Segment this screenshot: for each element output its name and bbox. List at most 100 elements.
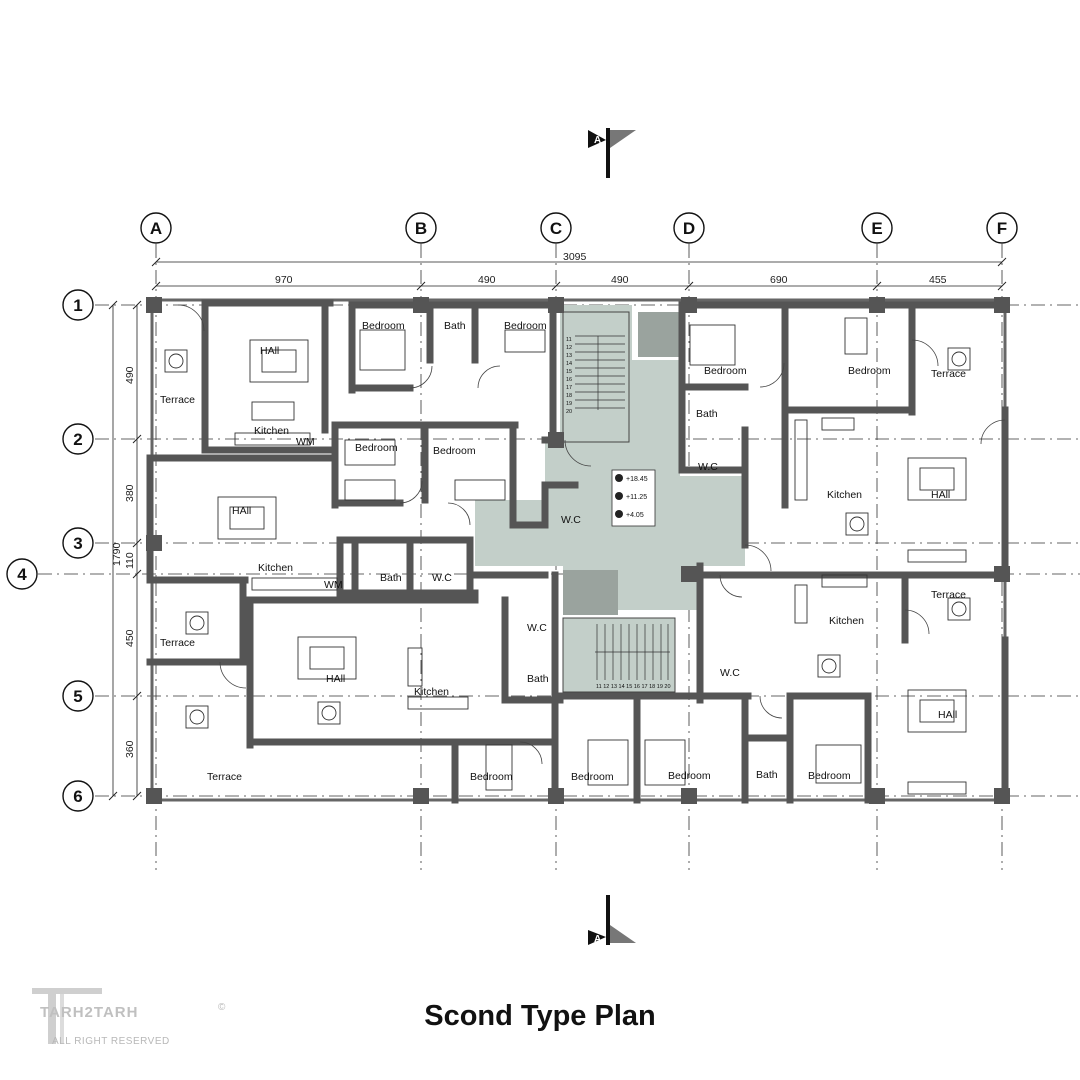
furniture	[164, 304, 1006, 795]
logo-name: TARH2TARH	[40, 1004, 139, 1021]
dim-span-34: 110	[124, 552, 136, 569]
room-terrace-sw: Terrace	[207, 771, 242, 783]
stair-south: 11 12 13 14 15 16 17 18 19 20	[562, 617, 676, 693]
dim-span-45: 450	[124, 629, 136, 647]
room-terrace-nw: Terrace	[160, 394, 195, 406]
svg-text:A: A	[594, 135, 601, 146]
level-legend: +18.45 +11.25 +4.05	[611, 469, 656, 527]
svg-text:16: 16	[566, 377, 572, 383]
room-wc-c: W.C	[527, 622, 547, 634]
room-kitchen-sw: Kitchen	[414, 686, 449, 698]
room-terrace-w: Terrace	[160, 637, 195, 649]
columns	[146, 297, 1010, 804]
svg-text:3: 3	[73, 534, 82, 553]
stair-south-numbers: 11 12 13 14 15 16 17 18 19 20	[596, 684, 671, 690]
room-bedroom-ne1: Bedroom	[704, 365, 747, 377]
appliance-wm-1: WM	[296, 436, 315, 448]
dim-span-cd: 490	[611, 274, 629, 286]
room-wc-mid: W.C	[561, 514, 581, 526]
svg-text:A: A	[594, 934, 601, 945]
axis-bubble-6: 6	[62, 780, 94, 812]
dim-span-ef: 455	[929, 274, 947, 286]
plan-title: Scond Type Plan	[424, 1000, 656, 1032]
walls	[146, 298, 1009, 804]
dim-span-56: 360	[124, 740, 136, 758]
svg-text:15: 15	[566, 369, 572, 375]
room-bedroom-m2: Bedroom	[433, 445, 476, 457]
room-bedroom-m1: Bedroom	[355, 442, 398, 454]
room-hall-se: HAll	[938, 709, 957, 721]
room-hall-nw: HAll	[260, 345, 279, 357]
room-bath-ne: Bath	[696, 408, 718, 420]
room-kitchen-se: Kitchen	[829, 615, 864, 627]
axis-bubble-3: 3	[62, 527, 94, 559]
dimension-lines-left: 1790 490 380 110 450 360	[108, 300, 142, 801]
room-bath-n: Bath	[444, 320, 466, 332]
room-bedroom-ne2: Bedroom	[848, 365, 891, 377]
axis-bubble-c: C	[540, 212, 572, 244]
svg-text:F: F	[997, 219, 1007, 238]
room-hall-sw: HAll	[326, 673, 345, 685]
room-wc-mid2: W.C	[432, 572, 452, 584]
level-1: +18.45	[626, 476, 648, 483]
section-mark-bottom: A	[588, 895, 636, 945]
svg-text:6: 6	[73, 787, 82, 806]
room-kitchen-nw: Kitchen	[254, 425, 289, 437]
dim-total-top: 3095	[563, 251, 587, 263]
dim-span-23: 380	[124, 484, 136, 502]
svg-text:E: E	[871, 219, 882, 238]
room-bath-mid: Bath	[380, 572, 402, 584]
level-2: +11.25	[626, 494, 647, 501]
svg-text:1: 1	[73, 296, 82, 315]
dim-span-ab: 970	[275, 274, 293, 286]
room-bath-s: Bath	[756, 769, 778, 781]
tarh2tarh-logo	[32, 988, 102, 1044]
room-wc-se: W.C	[720, 667, 740, 679]
svg-text:4: 4	[17, 565, 27, 584]
section-mark-top: A	[588, 128, 636, 178]
svg-text:11: 11	[566, 337, 572, 343]
stair-north	[562, 311, 630, 443]
room-bedroom-s3: Bedroom	[668, 770, 711, 782]
room-terrace-ne: Terrace	[931, 368, 966, 380]
axis-bubble-d: D	[673, 212, 705, 244]
room-bedroom-n2: Bedroom	[504, 320, 547, 332]
axis-bubble-b: B	[405, 212, 437, 244]
axis-bubble-4: 4	[6, 558, 38, 590]
svg-text:D: D	[683, 219, 695, 238]
room-hall-w: HAll	[232, 505, 251, 517]
room-wc-ne: W.C	[698, 461, 718, 473]
dimension-lines-top: 3095 970 490 490 690 455	[151, 251, 1007, 291]
room-terrace-se: Terrace	[931, 589, 966, 601]
axis-bubble-1: 1	[62, 289, 94, 321]
appliance-wm-2: WM	[324, 579, 343, 591]
room-kitchen-w: Kitchen	[258, 562, 293, 574]
svg-text:12: 12	[566, 345, 572, 351]
logo-subtitle: ALL RIGHT RESERVED	[52, 1036, 170, 1047]
axis-bubble-f: F	[986, 212, 1018, 244]
svg-text:19: 19	[566, 401, 572, 407]
axis-bubble-2: 2	[62, 423, 94, 455]
svg-text:17: 17	[566, 385, 572, 391]
svg-text:14: 14	[566, 361, 572, 367]
svg-text:B: B	[415, 219, 427, 238]
room-bath-c: Bath	[527, 673, 549, 685]
room-bedroom-n1: Bedroom	[362, 320, 405, 332]
room-bedroom-s4: Bedroom	[808, 770, 851, 782]
logo-registered-mark: ©	[218, 1002, 226, 1013]
svg-text:A: A	[150, 219, 162, 238]
svg-text:2: 2	[73, 430, 82, 449]
svg-text:5: 5	[73, 687, 82, 706]
dim-span-bc: 490	[478, 274, 496, 286]
svg-text:13: 13	[566, 353, 572, 359]
svg-text:C: C	[550, 219, 562, 238]
svg-text:20: 20	[566, 409, 572, 415]
dim-span-12: 490	[124, 366, 136, 384]
svg-text:18: 18	[566, 393, 572, 399]
room-kitchen-e: Kitchen	[827, 489, 862, 501]
axis-bubble-e: E	[861, 212, 893, 244]
axis-bubble-5: 5	[62, 680, 94, 712]
stair-north-numbers: 11 12 13 14 15 16 17 18 19 20	[566, 337, 572, 415]
room-bedroom-s2: Bedroom	[571, 771, 614, 783]
